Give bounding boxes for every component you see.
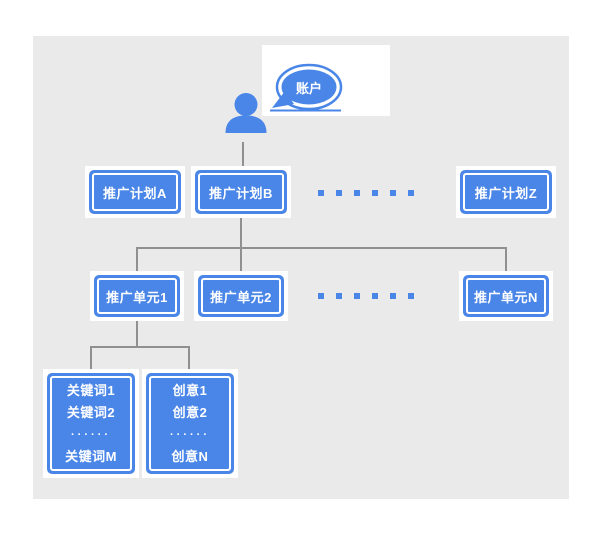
unit-label-1: 推广单元1 [97,278,177,314]
connector-planb-stem [240,218,242,248]
plan-card-b: 推广计划B [191,166,291,218]
ellipsis-plans [318,190,414,196]
unit-card-1: 推广单元1 [90,271,184,321]
connector-unit1-stem [136,321,138,347]
connector-leaves-horizontal [90,346,190,348]
connector-drop-unit1 [136,249,138,271]
keyword-line-1: 关键词1 [66,382,116,398]
plan-label-b: 推广计划B [198,173,284,211]
creative-line-1: 创意1 [172,382,208,398]
creative-ellipsis: ······ [170,428,210,441]
connector-drop-unit2 [240,249,242,271]
unit-label-n: 推广单元N [466,278,546,314]
ellipsis-dot [336,190,342,196]
keyword-line-m: 关键词M [65,448,117,464]
plan-label-z: 推广计划Z [463,173,549,211]
ellipsis-dot [372,190,378,196]
connector-units-horizontal [136,247,507,249]
person-icon [225,93,267,133]
unit-card-n: 推广单元N [459,271,553,321]
keyword-ellipsis: ······ [71,428,111,441]
plan-label-a: 推广计划A [92,173,178,211]
speech-bubble: 账户 [262,45,390,116]
ellipsis-dot [390,190,396,196]
creative-line-n: 创意N [171,448,209,464]
ellipsis-dot [318,293,324,299]
plan-card-a: 推广计划A [85,166,185,218]
connector-drop-creatives [188,348,190,369]
ellipsis-dot [408,293,414,299]
ellipsis-dot [408,190,414,196]
ellipsis-dot [354,293,360,299]
ellipsis-dot [354,190,360,196]
unit-label-2: 推广单元2 [201,278,281,314]
ellipsis-dot [336,293,342,299]
ellipsis-dot [372,293,378,299]
plan-card-z: 推广计划Z [456,166,556,218]
ellipsis-dot [318,190,324,196]
account-label: 账户 [295,81,322,96]
creatives-card: 创意1 创意2 ······ 创意N [142,369,238,478]
unit-card-2: 推广单元2 [194,271,288,321]
creative-line-2: 创意2 [172,404,208,420]
connector-account-to-planb [242,142,244,166]
keywords-card: 关键词1 关键词2 ······ 关键词M [43,369,139,478]
connector-drop-keywords [90,348,92,369]
ellipsis-units [318,293,414,299]
ellipsis-dot [390,293,396,299]
keyword-line-2: 关键词2 [66,404,116,420]
speech-bubble-icon [270,63,343,112]
connector-drop-unitn [505,249,507,271]
